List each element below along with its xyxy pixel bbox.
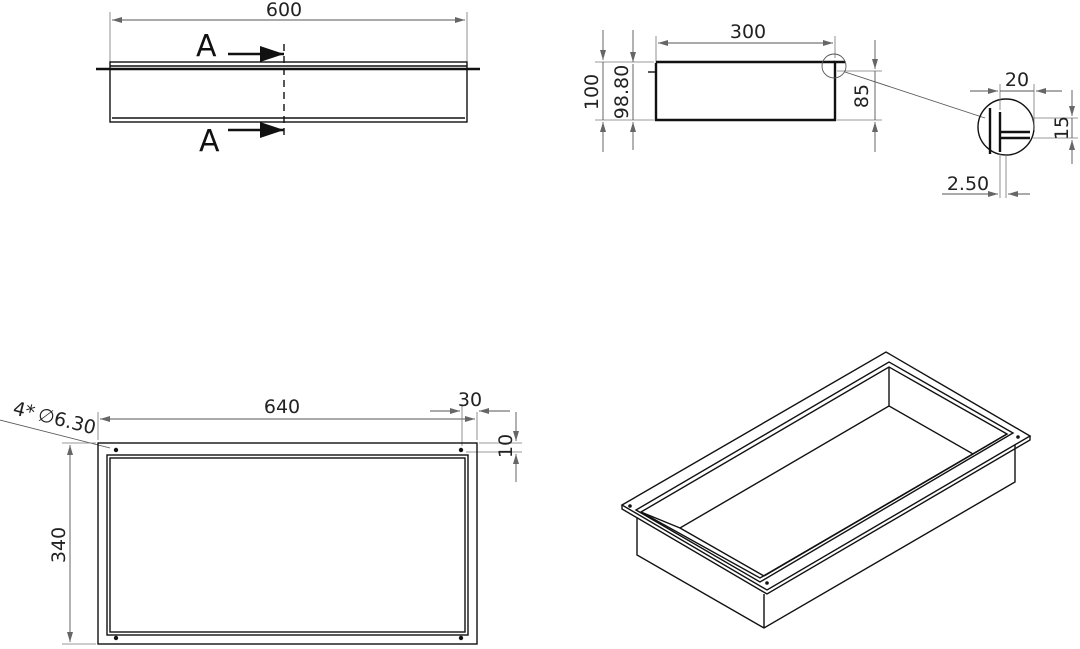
detail-flange-width-dimension: 20 xyxy=(1005,69,1029,91)
top-view: 4*∅6.30 640 30 10 340 xyxy=(0,389,522,645)
detail-thickness-dimension: 2.50 xyxy=(947,173,989,195)
side-overall-height-dimension: 100 xyxy=(581,74,603,110)
top-view-opening-outer xyxy=(106,454,469,636)
side-view: 300 100 98.80 85 xyxy=(581,21,986,152)
side-width-dimension: 300 xyxy=(730,21,766,43)
mounting-hole xyxy=(113,447,119,453)
side-inner-height-dimension: 98.80 xyxy=(611,65,633,119)
top-hole-offset-dimension: 10 xyxy=(495,434,517,458)
top-edge-offset-dimension: 30 xyxy=(458,389,482,411)
side-depth-dimension: 85 xyxy=(851,84,873,108)
detail-callout-circle xyxy=(821,53,847,79)
iso-flange-outer xyxy=(620,351,1032,591)
iso-opening xyxy=(634,361,1015,583)
mounting-hole xyxy=(458,635,464,641)
front-view: 600 A A xyxy=(96,0,480,159)
top-height-dimension: 340 xyxy=(48,527,70,563)
iso-inner-walls xyxy=(640,367,890,529)
top-width-dimension: 640 xyxy=(264,396,300,418)
mounting-hole xyxy=(458,447,464,453)
diameter-symbol: ∅ xyxy=(36,404,57,429)
front-view-body xyxy=(109,61,468,123)
top-view-flange-outline xyxy=(97,442,478,645)
top-view-opening-inner xyxy=(109,457,466,633)
detail-leader-line xyxy=(844,71,986,119)
isometric-view xyxy=(620,351,1032,629)
mounting-hole xyxy=(113,635,119,641)
detail-view: 20 15 2.50 xyxy=(942,69,1078,198)
side-view-body xyxy=(654,60,845,122)
iso-mounting-hole xyxy=(765,581,769,585)
hole-note-count: 4* xyxy=(11,398,37,425)
iso-mounting-hole xyxy=(1016,435,1020,439)
iso-mounting-hole xyxy=(628,504,632,508)
detail-flange-height-dimension: 15 xyxy=(1051,116,1073,140)
hole-note: 4*∅6.30 xyxy=(11,398,98,440)
section-label-top: A xyxy=(196,29,217,64)
detail-circle xyxy=(977,98,1035,156)
section-label-bottom: A xyxy=(199,124,220,159)
front-width-dimension: 600 xyxy=(266,0,302,21)
detail-profile xyxy=(988,108,1030,154)
